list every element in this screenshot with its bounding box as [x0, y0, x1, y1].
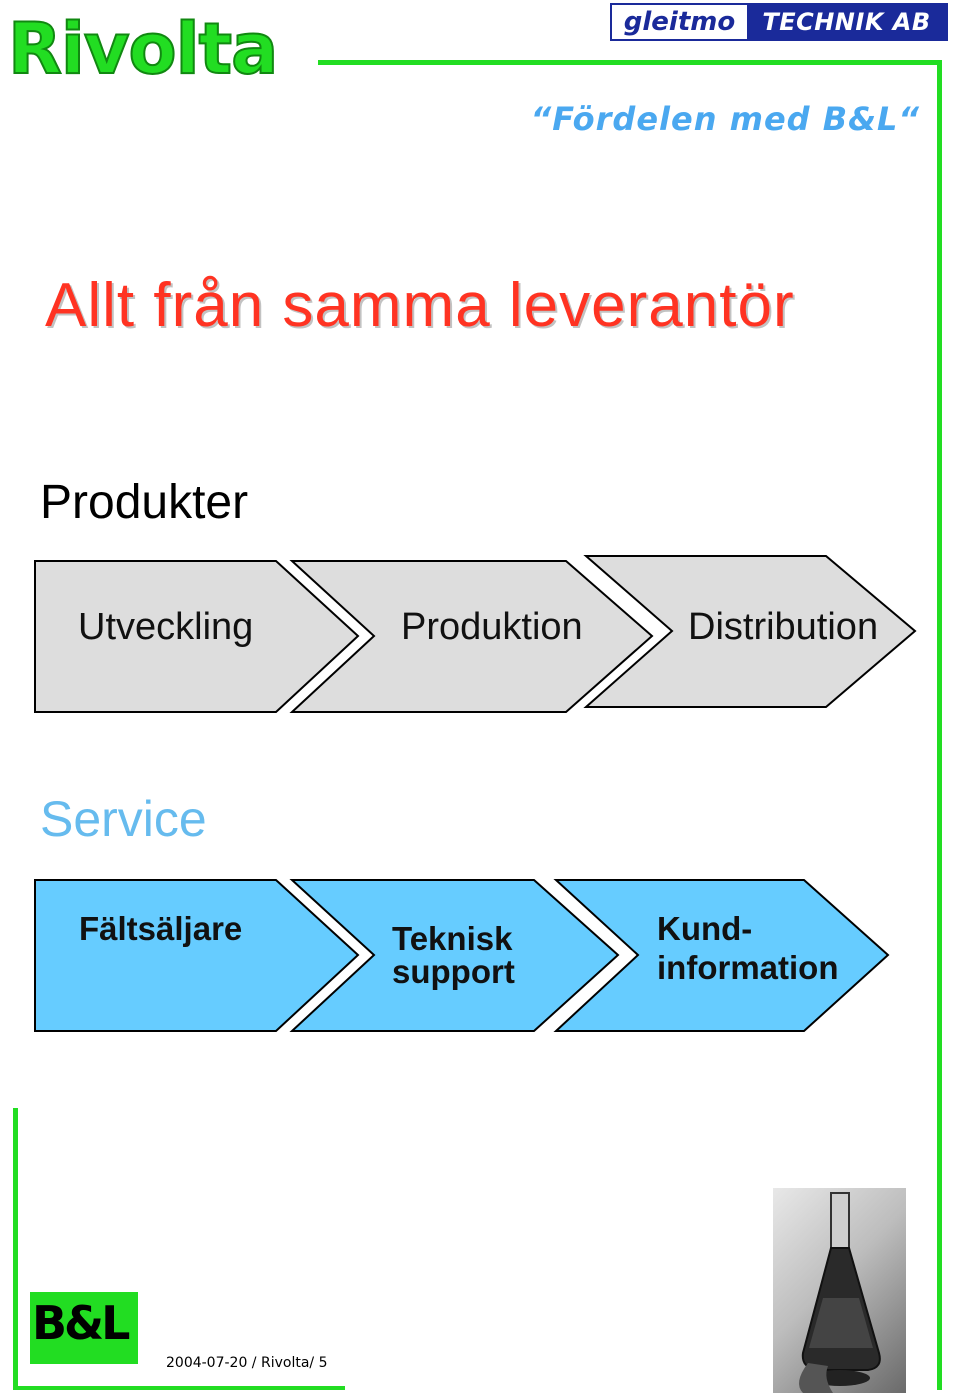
step-kund-line1: Kund- — [657, 910, 753, 947]
produkter-heading: Produkter — [40, 476, 249, 529]
page-title: Allt från samma leverantör — [45, 271, 795, 340]
technik-ab-logo-text: TECHNIK AB — [747, 5, 946, 39]
step-teknisk-support: Teknisk support — [392, 922, 515, 988]
bl-logo-text: B&L — [32, 1296, 130, 1350]
step-faltsaljare-line1: Fältsäljare — [79, 910, 243, 947]
chevron-utveckling — [34, 560, 360, 713]
chevron-produktion — [289, 560, 654, 713]
chevron-faltsaljare — [34, 879, 360, 1032]
product-chevrons — [34, 555, 917, 713]
flask-drawing — [799, 1192, 881, 1393]
chevron-kundinformation — [553, 879, 890, 1032]
gleitmo-logo-text: gleitmo — [612, 5, 747, 39]
tagline: “Fördelen med B&L“ — [530, 100, 920, 138]
step-produktion: Produktion — [401, 606, 583, 648]
chevron-teknisk-support — [289, 879, 620, 1032]
right-green-line — [937, 60, 942, 1390]
step-teknisk-line2: support — [392, 953, 515, 990]
step-kund-line2: information — [657, 949, 839, 986]
step-faltsaljare: Fältsäljare — [79, 912, 242, 945]
step-utveckling: Utveckling — [78, 606, 254, 648]
step-teknisk-line1: Teknisk — [392, 920, 513, 957]
left-green-line — [13, 1108, 18, 1390]
step-distribution: Distribution — [688, 606, 879, 648]
gleitmo-technik-logo: gleitmo TECHNIK AB — [610, 3, 948, 41]
chevron-distribution — [583, 555, 917, 708]
rivolta-logo: Rivolta — [7, 8, 279, 90]
flask-photo-icon — [773, 1188, 906, 1393]
step-kundinformation: Kund- information — [657, 912, 838, 984]
top-green-line — [318, 60, 940, 65]
service-chevrons — [34, 879, 890, 1032]
footer-date-page: 2004-07-20 / Rivolta/ 5 — [166, 1355, 328, 1371]
bl-logo: B&L — [30, 1292, 138, 1364]
bottom-green-line — [13, 1386, 345, 1390]
service-heading: Service — [40, 791, 207, 847]
